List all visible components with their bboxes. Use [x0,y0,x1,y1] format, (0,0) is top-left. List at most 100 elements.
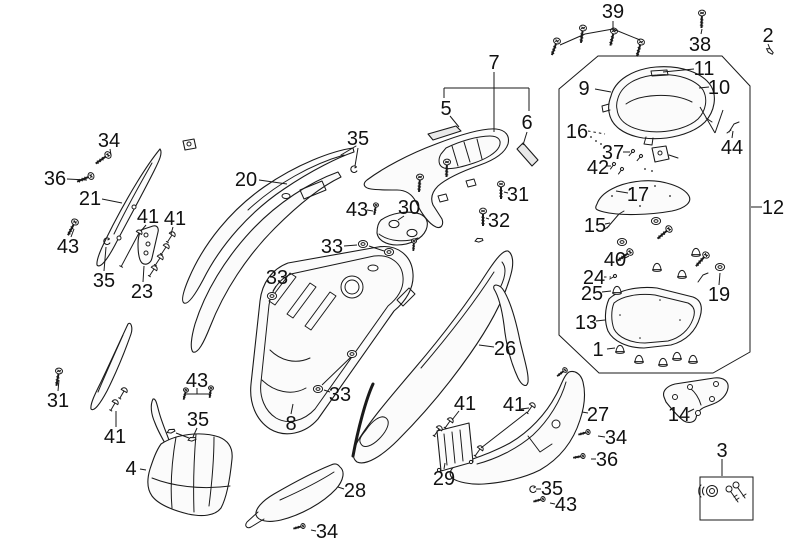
part-4-front-lower-panel [147,398,233,517]
screw-icon [496,180,506,200]
leader-line-9 [594,88,612,93]
callout-16: 16 [566,121,588,143]
leader-line-16 [587,130,606,135]
cap-nut-icon [612,285,622,295]
leader-line-34 [109,148,112,156]
part-21-cover-stay [96,138,197,267]
callout-31: 31 [47,390,69,412]
callout-41: 41 [164,208,186,230]
part-16-dots [590,136,653,172]
callout-8: 8 [285,413,296,435]
cap-nut-icon [634,354,644,364]
leader-line-31 [503,191,509,194]
screw-sm-icon [291,522,307,532]
cap-nut-icon [677,269,687,279]
callout-31: 31 [507,184,529,206]
leader-line-29 [443,462,446,470]
callout-15: 15 [584,215,606,237]
leader-line-21 [101,198,123,204]
callout-43: 43 [186,370,208,392]
leader-line-4 [139,468,147,471]
callout-36: 36 [596,449,618,471]
leader-line-17 [615,190,629,194]
leader-line-33 [323,389,331,393]
flat-clip-icon [166,427,176,435]
callout-35: 35 [93,270,115,292]
small-pin-icon [616,166,625,176]
callout-25: 25 [581,283,603,305]
callout-38: 38 [689,34,711,56]
callout-34: 34 [605,427,627,449]
leader-line-36 [66,178,88,181]
screw-icon [654,223,675,243]
grommet-icon [383,248,395,256]
callout-33: 33 [329,384,351,406]
cap-nut-icon [615,344,625,354]
leader-line-35 [192,427,198,438]
bent-pin-near-19 [697,272,709,283]
leader-line-27 [581,411,589,414]
callout-44: 44 [721,137,743,159]
push-pin-icon [158,242,171,257]
screw-icon [478,207,488,227]
screw-icon [74,170,96,186]
callout-41: 41 [503,394,525,416]
leader-line-40 [624,255,630,259]
screw-sm-icon [571,452,587,462]
part-27-lower-cover [449,370,585,485]
part-23-bracket [137,225,159,265]
leader-line-25 [601,290,612,293]
callout-43: 43 [555,494,577,516]
callout-1: 1 [592,339,603,361]
screw-sm-icon [576,428,592,438]
callout-35: 35 [187,409,209,431]
leader-line-35 [175,432,190,439]
leader-line-14 [687,408,695,413]
screw-icon [696,8,707,30]
leader-line-33 [321,356,352,386]
callout-29: 29 [433,468,455,490]
callout-34: 34 [98,130,120,152]
leader-line-6 [522,131,528,146]
lock-set-box [699,476,754,521]
part-14-mount-bracket [663,377,729,423]
callout-7: 7 [488,52,499,74]
part-9-10-11-top-case-lid [601,66,715,146]
leader-line-41 [451,410,460,421]
part-20-body-cover-molding [182,145,357,353]
leader-line-44 [699,106,716,134]
leader-line-43 [70,228,75,238]
c-clip-icon [529,485,537,494]
leader-line-31 [57,379,60,392]
leader-line-41 [520,407,530,410]
callout-10: 10 [708,77,730,99]
screw-icon [547,36,563,58]
leader-line-20 [258,179,288,185]
part-side-trim-left [90,322,133,411]
leader-line-26 [478,344,495,348]
callout-41: 41 [137,206,159,228]
leader-line-43 [549,502,556,505]
part-26-side-body-cover [351,250,529,464]
screw-icon [92,149,114,168]
leader-line-41 [480,412,527,449]
leader-line-10 [698,86,710,89]
leader-line-38 [700,28,703,35]
leader-line-23 [142,265,145,283]
leader-line-33 [368,245,385,252]
leader-line-19 [718,272,721,286]
leader-line-8 [290,403,294,415]
callout-11: 11 [694,58,715,80]
callout-33: 33 [321,236,343,258]
callout-42: 42 [587,157,609,179]
small-pin-icon [627,148,636,158]
part-13-box-lower-tray [604,286,702,349]
leader-line-41 [140,224,147,232]
callout-43: 43 [346,199,368,221]
part-15-rod [604,210,625,230]
rear-box-group-border [558,55,751,374]
callout-13: 13 [575,312,597,334]
part-3-lock-set [698,481,747,503]
callout-9: 9 [578,78,589,100]
